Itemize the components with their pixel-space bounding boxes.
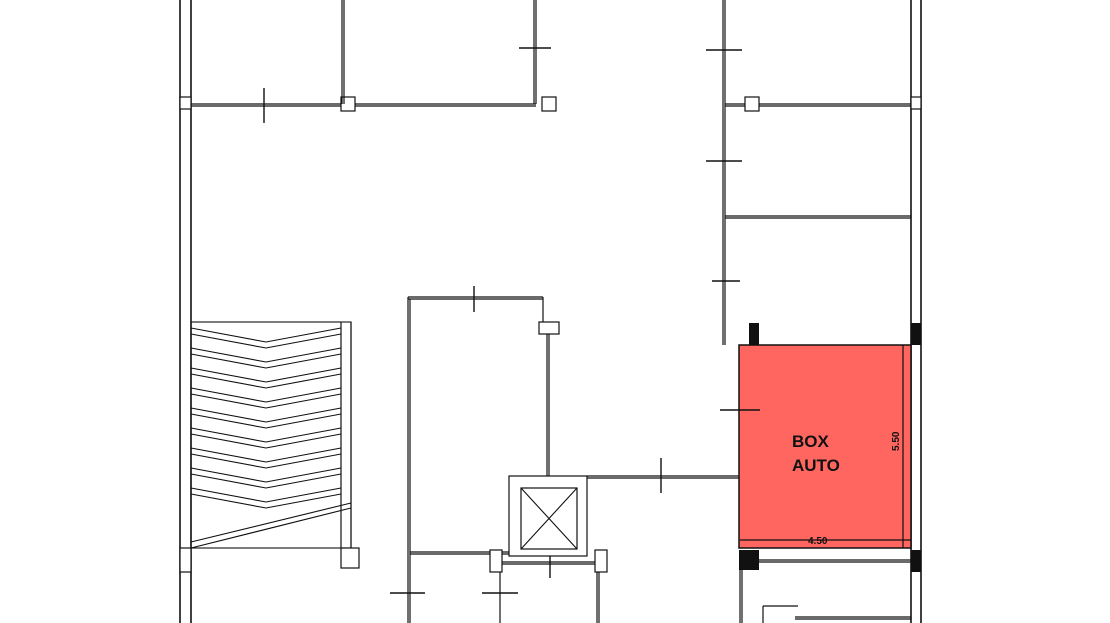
lower-right-walls xyxy=(739,559,911,623)
stair-tread xyxy=(190,447,342,463)
right-outer-wall xyxy=(910,0,922,623)
dimension-width: 4.50 xyxy=(808,536,828,547)
elevator-shaft-icon xyxy=(489,458,740,623)
stair-tread-edge xyxy=(190,453,342,469)
top-left-room-walls xyxy=(191,88,356,123)
left-outer-wall xyxy=(179,0,192,623)
central-room-walls xyxy=(390,286,560,623)
room-label-line1: BOX xyxy=(792,432,830,451)
stair-tread-edge xyxy=(190,373,342,389)
stair-tread-edge xyxy=(190,353,342,369)
stair-tread-edge xyxy=(190,333,342,349)
stair-tread xyxy=(190,387,342,403)
room-label-line2: AUTO xyxy=(792,456,840,475)
stair-tread xyxy=(190,327,342,343)
stair-tread xyxy=(190,367,342,383)
stair-icon xyxy=(190,321,360,569)
stair-tread-edge xyxy=(190,393,342,409)
stair-tread-edge xyxy=(190,433,342,449)
stair-tread xyxy=(190,427,342,443)
stair-tread xyxy=(190,467,342,483)
stair-tread-edge xyxy=(190,493,342,509)
stair-tread-edge xyxy=(190,413,342,429)
right-rooms-walls xyxy=(706,0,911,345)
stair-tread xyxy=(190,407,342,423)
top-center-room-walls xyxy=(341,0,557,112)
stair-tread xyxy=(190,347,342,363)
stair-tread xyxy=(190,487,342,503)
dimension-depth: 5.50 xyxy=(891,431,902,451)
stair-tread-edge xyxy=(190,473,342,489)
box-auto-room xyxy=(720,323,921,572)
